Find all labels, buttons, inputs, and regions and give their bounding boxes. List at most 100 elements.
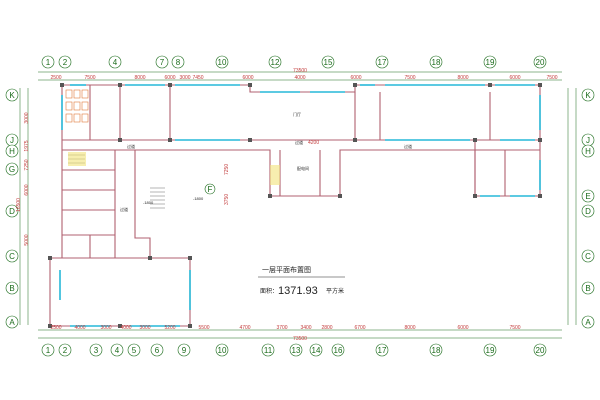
columns — [48, 83, 542, 328]
bottom-axis-10-label: 10 — [218, 346, 227, 355]
top-axis-15-label: 15 — [324, 58, 333, 67]
top-dimension: 3000 — [179, 75, 190, 81]
top-axis-1-bubble — [41, 55, 55, 69]
bottom-axis-14-label: 14 — [312, 346, 321, 355]
bottom-dimension: 2800 — [321, 325, 332, 331]
left-dimension: 3000 — [24, 112, 30, 123]
right-axis-A-bubble — [581, 315, 595, 329]
top-axis-10-bubble — [215, 55, 229, 69]
bottom-axis-20-bubble — [533, 343, 547, 357]
bottom-axis-9-label: 9 — [182, 346, 187, 355]
top-dimension: 7500 — [404, 75, 415, 81]
left-axis-H-label: H — [9, 147, 15, 156]
top-dimension: 6000 — [164, 75, 175, 81]
left-axis-C-label: C — [9, 252, 15, 261]
top-dimension: 6000 — [350, 75, 361, 81]
left-axis-G-bubble — [5, 162, 19, 176]
top-axis-19-label: 19 — [486, 58, 495, 67]
top-total-dimension: 73500 — [293, 68, 307, 74]
bottom-axis-6-bubble — [150, 343, 164, 357]
left-axis-G-label: G — [9, 165, 15, 174]
top-axis-4-label: 4 — [113, 58, 118, 67]
elevation-b-label: -1800 — [193, 196, 204, 201]
right-axis-B-label: B — [585, 284, 590, 293]
axis-f-label: F — [208, 185, 213, 194]
right-axis-D-label: D — [585, 207, 591, 216]
bottom-axis-19-label: 19 — [486, 346, 495, 355]
corridor-right-label: 过道 — [404, 143, 412, 149]
top-axis-12-bubble — [268, 55, 282, 69]
left-axis-H-bubble — [5, 144, 19, 158]
bottom-axis-18-bubble — [429, 343, 443, 357]
bottom-axis-18-label: 18 — [432, 346, 441, 355]
bottom-axis-17-bubble — [375, 343, 389, 357]
top-axis-2-label: 2 — [63, 58, 68, 67]
right-axis-H-label: H — [585, 147, 591, 156]
top-axis-8-label: 8 — [176, 58, 181, 67]
top-dimension: 4000 — [294, 75, 305, 81]
right-axis-C-bubble — [581, 249, 595, 263]
dimension-lines — [19, 71, 577, 339]
bottom-dimension: 2500 — [50, 325, 61, 331]
bottom-axis-5-label: 5 — [132, 346, 137, 355]
top-axis-1-label: 1 — [46, 58, 51, 67]
bottom-axis-4-bubble — [110, 343, 124, 357]
left-axis-C-bubble — [5, 249, 19, 263]
dimension-7250: 7250 — [224, 164, 230, 175]
top-dimension: 7500 — [84, 75, 95, 81]
bottom-axis-6-label: 6 — [155, 346, 160, 355]
axis-f-bubble — [204, 183, 216, 195]
right-axis-J-label: J — [586, 136, 590, 145]
top-dimension: 6000 — [509, 75, 520, 81]
right-axis-K-label: K — [585, 91, 591, 100]
bottom-dimension: 5500 — [198, 325, 209, 331]
bottom-axis-1-label: 1 — [46, 346, 51, 355]
right-axis-E-label: E — [585, 192, 590, 201]
bottom-axis-16-bubble — [331, 343, 345, 357]
toilet-room-fill — [68, 152, 280, 185]
windows — [59, 84, 541, 327]
bottom-dimension: 6000 — [457, 325, 468, 331]
bottom-dimension: 4700 — [239, 325, 250, 331]
top-axis-15-bubble — [321, 55, 335, 69]
bottom-axis-2-label: 2 — [63, 346, 68, 355]
left-dimension: 6000 — [24, 184, 30, 195]
left-axis-J-label: J — [10, 136, 14, 145]
bottom-dimension: 6700 — [354, 325, 365, 331]
bottom-axis-14-bubble — [309, 343, 323, 357]
bottom-dimension: 5200 — [164, 325, 175, 331]
bottom-axis-13-label: 13 — [292, 346, 301, 355]
top-axis-8-bubble — [171, 55, 185, 69]
lobby-label: 门厅 — [293, 111, 301, 117]
top-dimension: 7450 — [192, 75, 203, 81]
left-axis-A-label: A — [9, 318, 15, 327]
left-axis-D-bubble — [5, 204, 19, 218]
top-dimension: 6000 — [242, 75, 253, 81]
toilet-room-label: 配电间 — [297, 165, 309, 171]
top-dimension: 8000 — [457, 75, 468, 81]
bottom-axis-3-bubble — [89, 343, 103, 357]
top-axis-2-bubble — [58, 55, 72, 69]
elevation-a-label: -1800 — [143, 200, 154, 205]
stair-dimension-label: 4200 — [308, 140, 319, 146]
top-axis-7-bubble — [155, 55, 169, 69]
left-axis-B-label: B — [9, 284, 14, 293]
right-axis-A-label: A — [585, 318, 591, 327]
top-axis-18-label: 18 — [432, 58, 441, 67]
left-axis-D-label: D — [9, 207, 15, 216]
left-axis-A-bubble — [5, 315, 19, 329]
bottom-axis-5-bubble — [127, 343, 141, 357]
top-axis-18-bubble — [429, 55, 443, 69]
bottom-dimension: 7500 — [509, 325, 520, 331]
top-axis-7-label: 7 — [160, 58, 165, 67]
right-axis-K-bubble — [581, 88, 595, 102]
bottom-axis-1-bubble — [41, 343, 55, 357]
bottom-axis-19-bubble — [483, 343, 497, 357]
bottom-dimension: 4000 — [74, 325, 85, 331]
bottom-total-dimension: 73500 — [293, 336, 307, 342]
bottom-axis-16-label: 16 — [334, 346, 343, 355]
top-dimension: 7500 — [546, 75, 557, 81]
